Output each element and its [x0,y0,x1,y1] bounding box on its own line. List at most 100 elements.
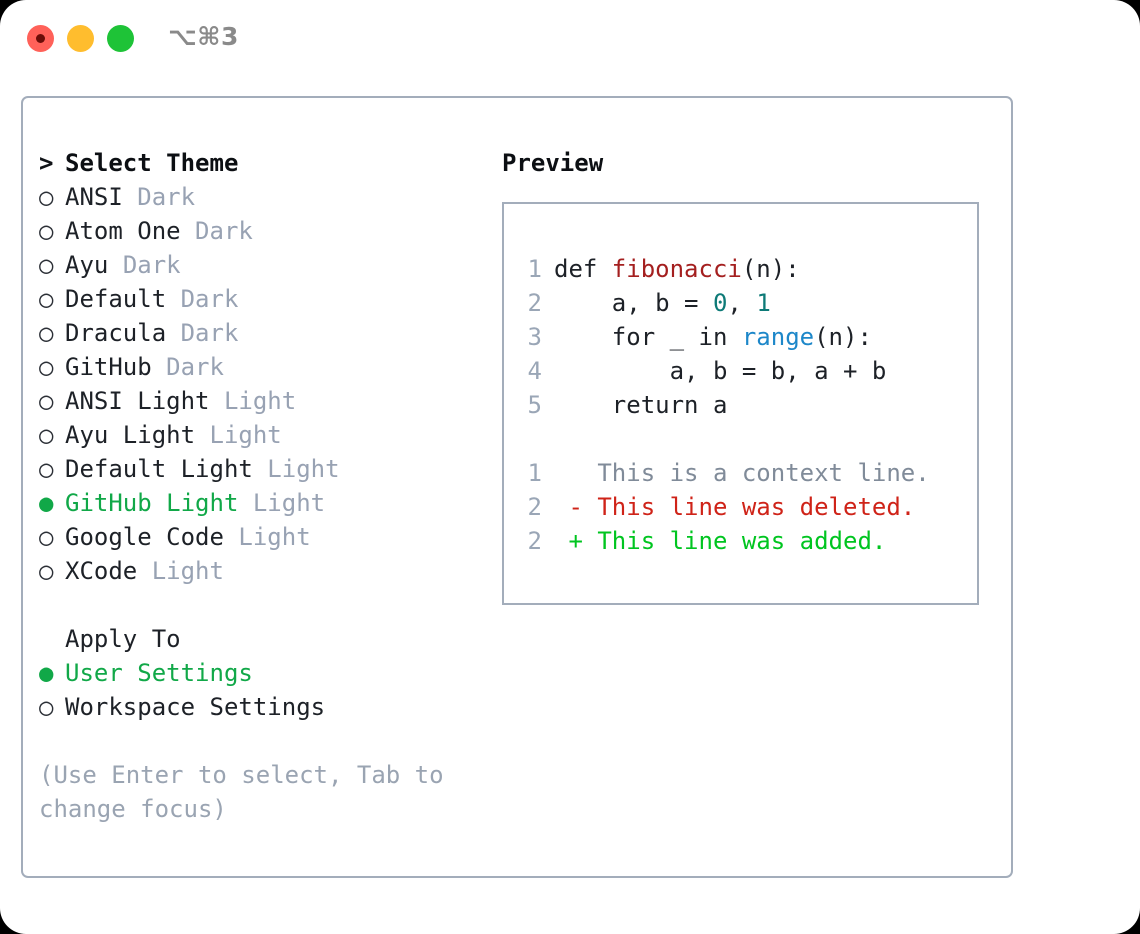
line-number: 3 [527,323,542,351]
code-token: for _ in [554,323,742,351]
line-number: 2 [527,527,542,555]
radio-selected-icon: ● [39,489,54,517]
code-token: def [554,255,612,283]
theme-label-spacer [238,486,252,520]
theme-option-row[interactable]: ○ ANSI Light Light [39,384,499,418]
minimize-button[interactable] [67,25,94,52]
theme-option-row[interactable]: ○Ayu Light Light [39,418,499,452]
theme-option-row[interactable]: ○ Default Dark [39,282,499,316]
apply-to-header-spacer [39,622,65,656]
apply-to-option-label: Workspace Settings [65,693,326,721]
apply-to-option-row[interactable]: ○Workspace Settings [39,690,499,724]
theme-variant: Light [223,387,297,415]
line-number: 4 [527,357,542,385]
theme-option-row[interactable]: ○ Google Code Light [39,520,499,554]
theme-variant: Dark [137,183,196,211]
theme-option-row[interactable]: ○GitHub Dark [39,350,499,384]
radio-unselected-icon: ○ [39,319,54,347]
theme-label-spacer [123,180,137,214]
theme-label-spacer [152,350,166,384]
apply-to-option-label: User Settings [65,659,253,687]
theme-name: Google Code [65,523,224,551]
theme-label-spacer [253,452,267,486]
code-blank-line [520,422,930,456]
line-number: 1 [527,459,542,487]
maximize-button[interactable] [107,25,134,52]
theme-option-row[interactable]: ● GitHub Light Light [39,486,499,520]
theme-option-row[interactable]: ○ ANSI Dark [39,180,499,214]
code-token: (n): [814,323,872,351]
theme-name: ANSI Light [65,387,210,415]
keyboard-hint: (Use Enter to select, Tab to change focu… [39,761,444,823]
code-token: 0 [712,289,728,317]
line-number: 2 [527,493,542,521]
radio-unselected-icon: ○ [39,353,54,381]
theme-option-row[interactable]: ○Atom One Dark [39,214,499,248]
select-theme-title: Select Theme [65,149,239,177]
code-line: 2 a, b = 0, 1 [520,286,930,320]
theme-name: Ayu Light [65,421,196,449]
diff-marker [554,459,597,487]
diff-text: This is a context line. [597,459,930,487]
code-line: 3 for _ in range(n): [520,320,930,354]
radio-unselected-icon: ○ [39,387,54,415]
line-number: 5 [527,391,542,419]
theme-name: Dracula [65,319,167,347]
theme-variant: Dark [122,251,181,279]
theme-variant: Dark [180,319,239,347]
select-theme-header: > Select Theme [39,146,499,180]
radio-unselected-icon: ○ [39,523,54,551]
main-panel: > Select Theme ○ANSI Dark○Atom One Dark○… [21,96,1013,878]
theme-option-row[interactable]: ○XCode Light [39,554,499,588]
theme-name: GitHub Light [65,489,239,517]
diff-marker: + [554,527,598,555]
code-token: fibonacci [611,255,742,283]
radio-unselected-icon: ○ [39,217,54,245]
radio-unselected-icon: ○ [39,285,54,313]
diff-text: This line was deleted. [597,493,916,521]
theme-variant: Light [209,421,282,449]
code-token: range [741,323,815,351]
theme-name: ANSI [65,183,123,211]
code-token: 1 [756,289,771,317]
theme-option-row[interactable]: ○ Default Light Light [39,452,499,486]
code-token: return a [554,391,728,419]
diff-line: 2 + This line was added. [520,524,930,558]
diff-marker: - [554,493,598,521]
preview-title: Preview [502,149,604,177]
theme-variant: Dark [180,285,239,313]
theme-name: Default [65,285,167,313]
theme-label-spacer [181,214,195,248]
title-bar: ⌥⌘3 [0,0,1140,78]
theme-name: Default Light [65,455,253,483]
diff-line: 2 - This line was deleted. [520,490,930,524]
radio-unselected-icon: ○ [39,183,54,211]
theme-option-row[interactable]: ○Ayu Dark [39,248,499,282]
apply-to-option-row[interactable]: ●User Settings [39,656,499,690]
theme-name: Atom One [65,217,181,245]
list-spacer [39,588,499,622]
theme-option-row[interactable]: ○ Dracula Dark [39,316,499,350]
radio-unselected-icon: ○ [39,455,54,483]
theme-variant: Light [252,489,326,517]
theme-label-spacer [137,554,151,588]
theme-variant: Light [238,523,311,551]
theme-variant: Light [151,557,224,585]
code-line: 4 a, b = b, a + b [520,354,930,388]
apply-to-title: Apply To [65,625,181,653]
theme-label-spacer [210,384,224,418]
theme-picker-column: > Select Theme ○ANSI Dark○Atom One Dark○… [39,146,499,826]
theme-variant: Light [267,455,340,483]
theme-label-spacer [195,418,209,452]
code-token: (n): [741,255,800,283]
theme-label-spacer [224,520,238,554]
theme-list: ○ANSI Dark○Atom One Dark○Ayu Dark○Defaul… [39,180,499,588]
diff-line: 1 This is a context line. [520,456,930,490]
theme-variant: Dark [166,353,224,381]
close-button[interactable] [27,25,54,52]
code-line: 5 return a [520,388,930,422]
